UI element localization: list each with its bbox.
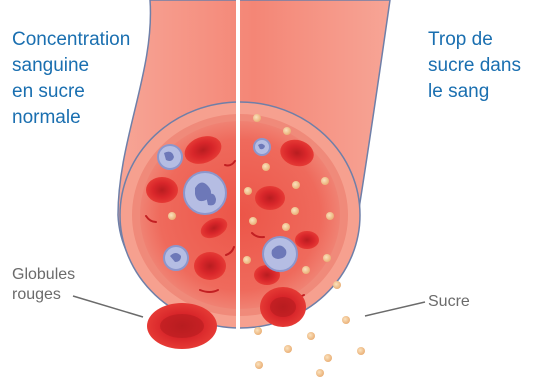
sugar-particle <box>168 212 176 220</box>
rbc-leader-line <box>73 296 143 317</box>
sugar-particle <box>316 369 324 377</box>
sugar-particle <box>302 266 310 274</box>
red-blood-cell-annotation: Globules rouges <box>12 265 75 305</box>
sugar-particle <box>249 217 257 225</box>
sugar-particle <box>283 127 291 135</box>
sugar-particle <box>324 354 332 362</box>
rbc-annotation-line: Globules <box>12 265 75 285</box>
sugar-particle <box>254 327 262 335</box>
sugar-particle <box>292 181 300 189</box>
high-label-line: Trop de <box>428 27 521 53</box>
sugar-particle <box>291 207 299 215</box>
sugar-particle <box>244 187 252 195</box>
sugar-particle <box>321 177 329 185</box>
normal-label-line: Concentration <box>12 27 130 53</box>
sugar-particle <box>342 316 350 324</box>
sugar-particle <box>262 163 270 171</box>
sugar-particle <box>333 281 341 289</box>
sugar-particle <box>307 332 315 340</box>
sugar-particle <box>323 254 331 262</box>
sugar-particle <box>326 212 334 220</box>
sugar-particle <box>282 223 290 231</box>
sugar-leader-line <box>365 302 425 316</box>
rbc-annotation-line: rouges <box>12 285 75 305</box>
normal-label-line: normale <box>12 105 130 131</box>
sugar-annotation: Sucre <box>428 292 470 312</box>
high-label-line: sucre dans <box>428 53 521 79</box>
red-blood-cell <box>194 252 226 280</box>
sugar-particle <box>284 345 292 353</box>
sugar-particle <box>253 114 261 122</box>
normal-sugar-label: Concentration sanguine en sucre normale <box>12 27 130 131</box>
high-sugar-label: Trop de sucre dans le sang <box>428 27 521 105</box>
normal-label-line: sanguine <box>12 53 130 79</box>
sugar-particle <box>243 256 251 264</box>
red-blood-cell <box>295 231 319 249</box>
sugar-particle <box>255 361 263 369</box>
red-blood-cell <box>255 186 285 210</box>
red-blood-cell <box>146 177 178 203</box>
high-label-line: le sang <box>428 79 521 105</box>
normal-label-line: en sucre <box>12 79 130 105</box>
sugar-particle <box>357 347 365 355</box>
